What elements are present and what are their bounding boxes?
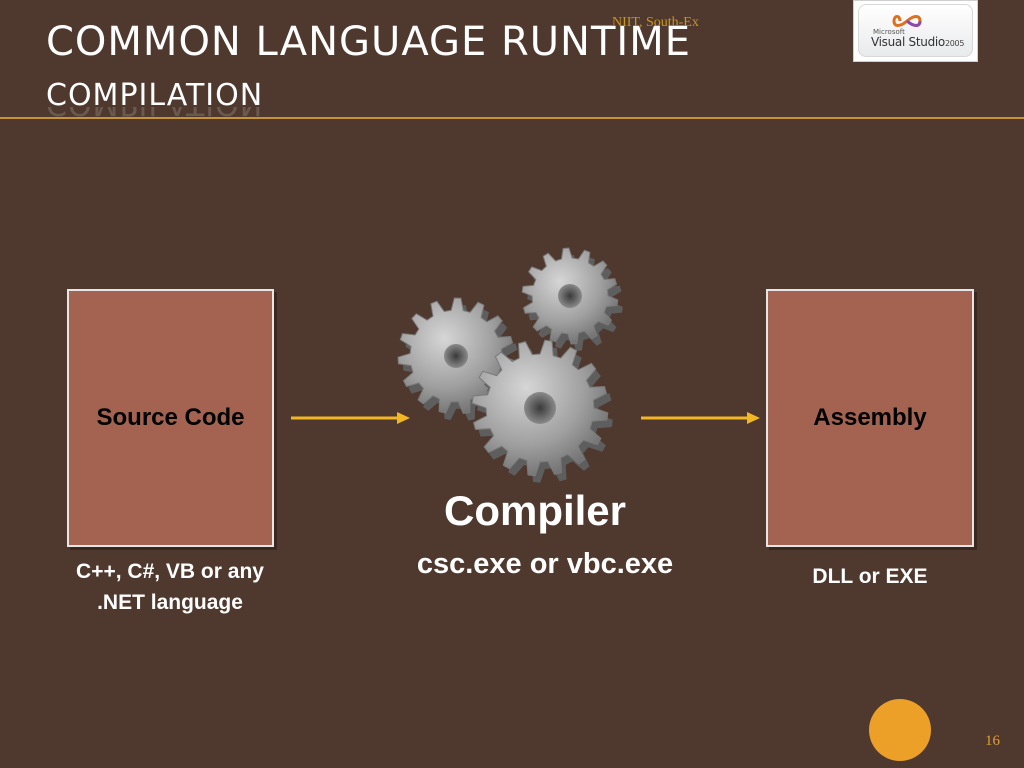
logo-version: 2005	[944, 39, 965, 48]
gear-left-hole	[444, 344, 468, 368]
page-number: 16	[985, 733, 1000, 749]
source-code-box: Source Code	[67, 289, 274, 547]
visual-studio-logo: Microsoft Visual Studio2005	[853, 0, 978, 62]
slide-title: COMMON LANGUAGE RUNTIME	[46, 19, 691, 65]
compiler-label: Compiler	[443, 487, 627, 534]
gear-front-hole	[524, 392, 556, 424]
source-caption-line2: .NET language	[97, 591, 243, 614]
gear-top-hole	[558, 284, 582, 308]
assembly-caption: DLL or EXE	[812, 565, 928, 588]
gear-front	[471, 339, 613, 483]
compiler-caption: csc.exe or vbc.exe	[416, 548, 674, 580]
source-code-label: Source Code	[96, 404, 245, 431]
assembly-label: Assembly	[813, 404, 927, 431]
assembly-box: Assembly	[766, 289, 974, 547]
logo-product: Visual Studio2005	[871, 35, 964, 49]
slide-subtitle: COMPILATION	[46, 78, 264, 113]
page-circle-decoration	[869, 699, 931, 761]
compiler-gears-icon	[397, 247, 623, 483]
arrow-source-to-compiler	[291, 412, 410, 424]
gear-top	[521, 247, 623, 351]
watermark-text: NIIT, South-Ex	[612, 15, 699, 30]
source-caption: C++, C#, VB or any .NET language	[40, 556, 300, 618]
infinity-logo-icon	[892, 15, 922, 27]
arrow-compiler-to-assembly	[641, 412, 760, 424]
source-caption-line1: C++, C#, VB or any	[76, 560, 264, 583]
logo-badge: Microsoft Visual Studio2005	[858, 4, 973, 57]
header-divider	[0, 117, 1024, 119]
logo-brand: Microsoft	[873, 28, 905, 36]
logo-product-name: Visual Studio	[871, 35, 945, 49]
